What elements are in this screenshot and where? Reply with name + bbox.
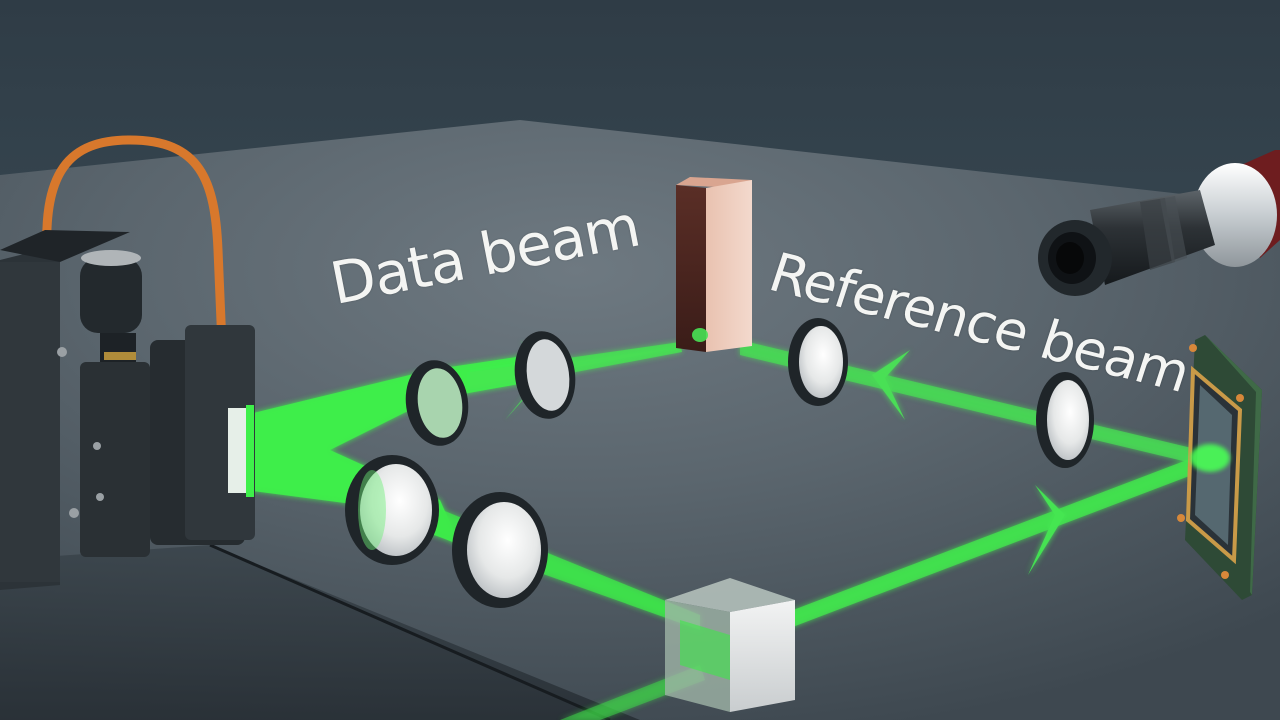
- lens-lower-1: [345, 455, 439, 565]
- beam-splitter-cube: [665, 578, 795, 712]
- ribbon-cable: [42, 135, 227, 346]
- laser-source-housing: [0, 135, 255, 590]
- lens-ref-2: [1036, 372, 1094, 468]
- lens-lower-2: [452, 492, 548, 608]
- lens-data-1: [405, 360, 469, 446]
- lenses: [345, 318, 1094, 608]
- camera-sensor-chip: [1177, 335, 1262, 600]
- laser-objective-lens: [1038, 150, 1280, 296]
- arrow-chip-beam-icon: [1028, 485, 1065, 575]
- lens-data-2: [514, 331, 576, 419]
- arrow-reference-beam-icon: [872, 350, 910, 420]
- knurled-knob: [80, 258, 142, 333]
- table-edge-line: [209, 543, 611, 720]
- lens-ref-1: [788, 318, 848, 406]
- table-front-edge: [0, 545, 640, 720]
- copper-prism-mirror: [676, 177, 752, 352]
- data-beam-wide: [245, 355, 530, 545]
- optical-table-surface: [0, 120, 1280, 720]
- beam-cube-to-chip: [780, 455, 1205, 628]
